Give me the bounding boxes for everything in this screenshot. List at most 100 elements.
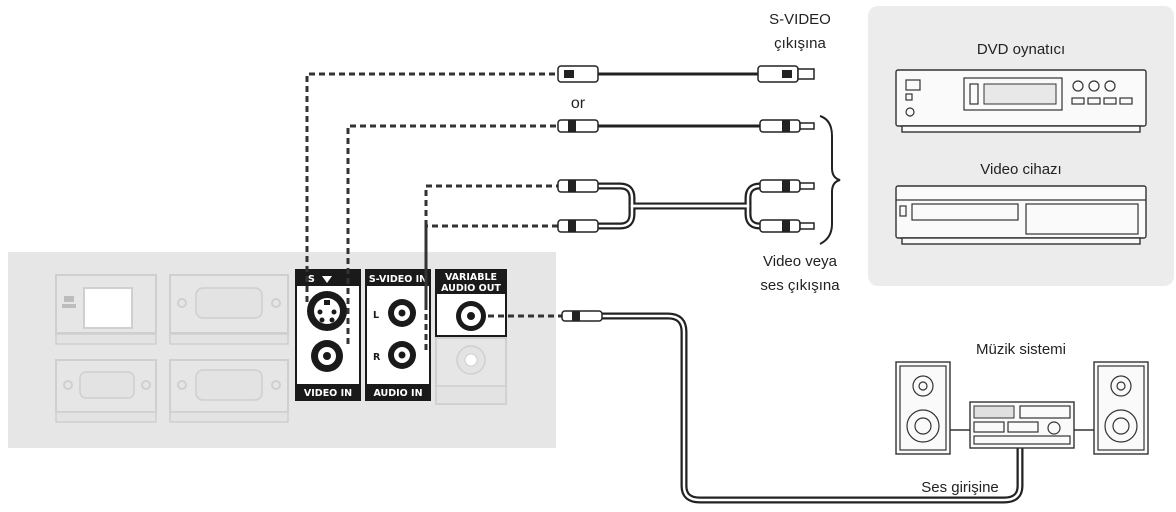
dvd-base	[901, 125, 1141, 133]
audio-l-plug-left	[557, 179, 599, 193]
monitor-out-port	[195, 369, 263, 401]
vcr-label: Video cihazı	[980, 161, 1061, 178]
lan-port-frame	[55, 274, 157, 334]
audio-r-plug-left-band	[568, 220, 576, 232]
audio-right-lead	[424, 224, 558, 350]
audio-l-plug-right-tip	[799, 182, 815, 190]
serial-port	[79, 371, 135, 399]
audio-out-cable-inner	[602, 314, 1022, 502]
vcr-tape-slot	[911, 203, 1019, 221]
music-system-label: Müzik sistemi	[976, 341, 1066, 358]
video-plug-right-band	[782, 120, 790, 132]
output-bracket	[819, 115, 841, 245]
down-arrow-icon	[322, 276, 332, 283]
audio-input-group: S-VIDEO IN L R AUDIO IN	[365, 269, 431, 401]
right-speaker-inner	[1097, 365, 1145, 451]
amp-tuner	[1007, 421, 1039, 433]
amp-volume-knob	[1047, 421, 1061, 435]
audio-in-right-center	[398, 351, 406, 359]
vcr-device	[895, 185, 1147, 245]
dvd-display	[983, 83, 1057, 105]
left-speaker-inner	[899, 365, 947, 451]
audio-in-label: AUDIO IN	[373, 388, 422, 399]
audio-out-label-bar	[436, 270, 506, 294]
audio-group-frame	[365, 269, 431, 401]
s-video-plug-right-grip	[782, 70, 792, 78]
minijack-plug-band	[572, 311, 580, 321]
audio-r-plug-right	[759, 219, 801, 233]
s-video-plug-left-grip	[564, 70, 574, 78]
computer-in-label-strip	[169, 333, 289, 345]
minijack-plug	[561, 310, 603, 322]
vcr-body	[895, 185, 1147, 239]
audio-r-plug-right-band	[782, 220, 790, 232]
s-video-pin-4	[329, 317, 335, 323]
serial-label-strip	[55, 411, 157, 423]
right-channel-mark: R	[373, 352, 381, 363]
left-speaker	[895, 361, 951, 455]
left-tweeter-center	[918, 381, 928, 391]
av-out-label-line1: Video veya	[763, 253, 838, 270]
serial-screw-left	[63, 380, 73, 390]
lan-icon	[62, 296, 76, 308]
dvd-button-5	[1087, 97, 1101, 105]
amp-top-panel	[1019, 405, 1071, 419]
dvd-button-7	[1119, 97, 1133, 105]
s-video-jack-key	[324, 300, 330, 305]
computer-in-frame	[169, 274, 289, 334]
video-in-jack-center	[323, 352, 331, 360]
s-video-lead	[305, 72, 558, 302]
music-system	[895, 361, 1149, 455]
svideo-in-label: S-VIDEO IN	[369, 274, 427, 285]
dvd-power-button	[905, 79, 921, 91]
dvd-display-left	[969, 83, 979, 105]
monitor-out-screw-right	[271, 380, 281, 390]
vcr-control-panel	[1025, 203, 1139, 235]
dvd-player-label: DVD oynatıcı	[977, 41, 1065, 58]
s-video-plug-right-tip	[797, 68, 815, 80]
stereo-cable-outer-bottom	[598, 202, 764, 230]
or-label: or	[571, 95, 586, 112]
dvd-knob	[905, 107, 915, 117]
lan-port	[83, 287, 133, 329]
audio-l-plug-right	[759, 179, 801, 193]
audio-out-label-line1: VARIABLE	[445, 272, 497, 283]
video-in-label-bar	[296, 384, 360, 400]
amp-tape-deck	[973, 421, 1005, 433]
video-in-label: VIDEO IN	[304, 388, 352, 399]
audio-in-left-center	[398, 309, 406, 317]
s-video-jack-face	[314, 298, 340, 324]
video-plug-left	[557, 119, 599, 133]
dvd-button-3	[1104, 80, 1116, 92]
s-video-pin-3	[319, 317, 325, 323]
fixed-audio-label-strip	[435, 385, 507, 405]
computer-in-screw-right	[271, 298, 281, 308]
audio-out-cable-outer	[602, 312, 1024, 504]
variable-audio-out-center	[467, 312, 475, 320]
svideo-in-label-bar	[366, 270, 430, 286]
audio-r-plug-left	[557, 219, 599, 233]
video-plug-left-band	[568, 120, 576, 132]
audio-r-plug-right-tip	[799, 222, 815, 230]
composite-video-lead	[346, 124, 558, 344]
dvd-button-1	[1072, 80, 1084, 92]
audio-in-target-label: Ses girişine	[921, 479, 999, 496]
monitor-out-label-strip	[169, 411, 289, 423]
right-woofer-center	[1112, 417, 1130, 435]
lan-label-strip	[55, 333, 157, 345]
left-channel-mark: L	[373, 310, 379, 321]
fixed-audio-jack-center	[464, 353, 478, 367]
video-plug-right-tip	[799, 122, 815, 130]
s-video-pin-2	[331, 309, 337, 315]
variable-audio-out-group: VARIABLE AUDIO OUT	[435, 269, 507, 337]
s-mark: S	[308, 274, 315, 285]
dvd-button-2	[1088, 80, 1100, 92]
audio-out-label-line2: AUDIO OUT	[441, 283, 501, 294]
audio-in-label-bar	[366, 384, 430, 400]
cables	[596, 72, 1024, 504]
right-woofer	[1104, 409, 1138, 443]
computer-in-port	[195, 287, 263, 319]
svideo-out-label-line1: S-VIDEO	[769, 11, 831, 28]
left-woofer-center	[914, 417, 932, 435]
